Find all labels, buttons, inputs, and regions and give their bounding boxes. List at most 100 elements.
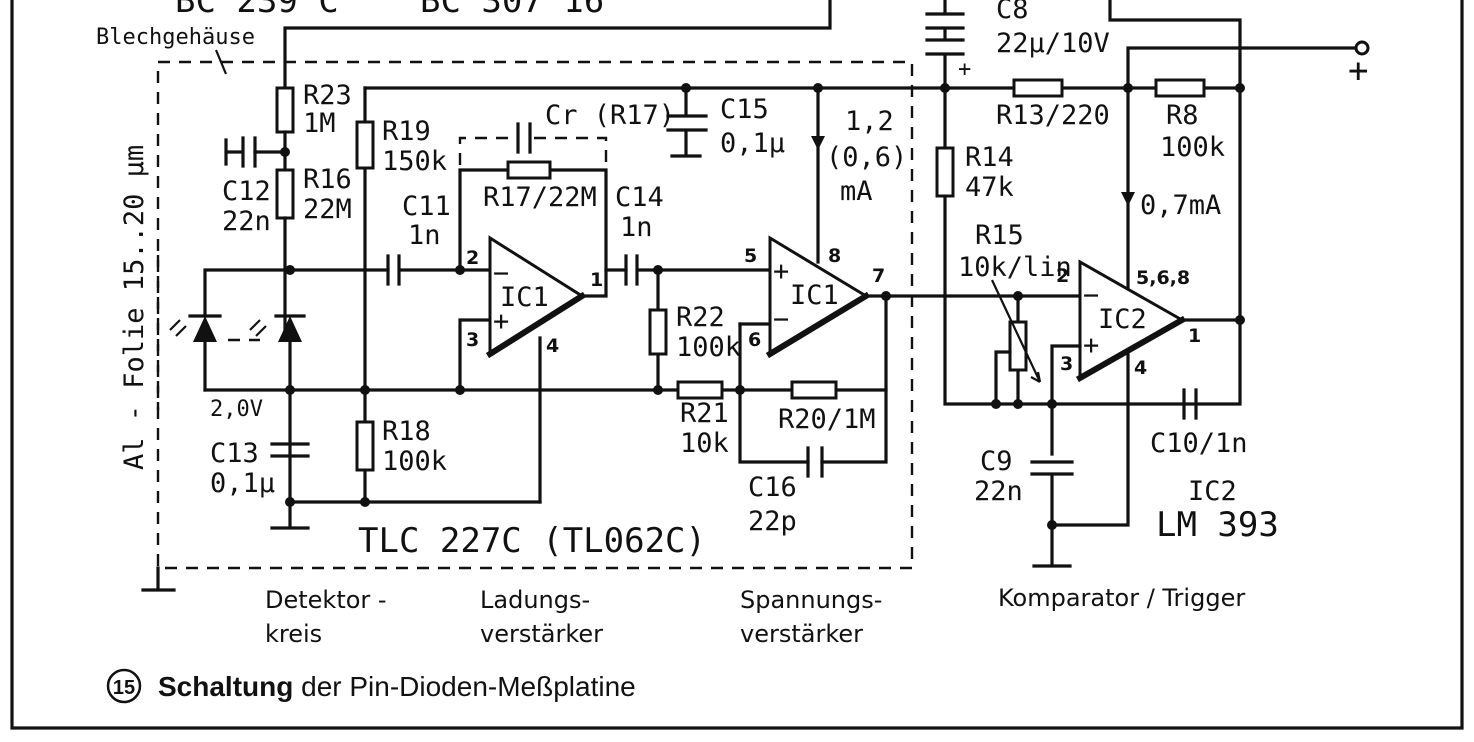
top-partial-left: BC 239 C bbox=[175, 0, 339, 21]
c11-capacitor bbox=[386, 254, 492, 286]
r15-value: 10k/lin bbox=[958, 252, 1072, 283]
r23-resistor bbox=[275, 86, 295, 134]
ic2-pin3: 3 bbox=[1060, 353, 1073, 375]
current1-a: 1,2 bbox=[845, 106, 894, 137]
ic1b-pin6: 6 bbox=[748, 329, 761, 351]
ic2-type-label: LM 393 bbox=[1156, 505, 1279, 545]
junction bbox=[285, 385, 295, 395]
photodiode-1 bbox=[188, 314, 222, 342]
c12-label: C12 bbox=[222, 176, 271, 207]
r8-value: 100k bbox=[1160, 132, 1225, 163]
ic2-pin568: 5,6,8 bbox=[1136, 267, 1190, 289]
ic2-edge bbox=[1075, 315, 1187, 383]
r18-label: R18 bbox=[382, 416, 431, 447]
c8-plus: + bbox=[958, 57, 971, 82]
r21-label: R21 bbox=[680, 398, 729, 429]
junction bbox=[881, 291, 891, 301]
r16-value: 22M bbox=[303, 194, 352, 225]
ground-symbol-comparator bbox=[1032, 523, 1072, 568]
current-arrow-2 bbox=[1121, 192, 1135, 206]
current2-label: 0,7mA bbox=[1140, 190, 1221, 221]
r14-value: 47k bbox=[965, 172, 1014, 203]
enclosure-outline bbox=[156, 60, 914, 570]
ic1b-pin7: 7 bbox=[872, 265, 885, 287]
c14-value: 1n bbox=[620, 212, 653, 243]
ic1a-pin3: 3 bbox=[466, 329, 479, 351]
junction bbox=[813, 83, 823, 93]
current1-b: (0,6) bbox=[826, 142, 907, 173]
r18-value: 100k bbox=[382, 446, 447, 477]
ic1b-pin5: 5 bbox=[744, 245, 757, 267]
plus-terminal[interactable] bbox=[1354, 40, 1370, 56]
ic1a-pin1: 1 bbox=[590, 269, 603, 291]
section-charge-2: verstärker bbox=[480, 620, 603, 648]
detector-wires bbox=[203, 268, 390, 504]
r17-resistor bbox=[506, 160, 552, 180]
current-arrow-1 bbox=[811, 136, 825, 150]
c13-label: C13 bbox=[210, 438, 259, 469]
ic2-pin1: 1 bbox=[1188, 325, 1201, 347]
ground-symbol-left bbox=[141, 566, 176, 592]
r13-label: R13/220 bbox=[996, 100, 1110, 131]
ic1a-pin2: 2 bbox=[466, 247, 479, 269]
light-arrows bbox=[169, 319, 267, 337]
ic2-pin2: 2 bbox=[1056, 265, 1069, 287]
r17-feedback-wire bbox=[458, 168, 608, 272]
ic-type-label: TLC 227C (TL062C) bbox=[358, 521, 706, 561]
junction bbox=[1235, 83, 1245, 93]
enclosure-pointer bbox=[214, 49, 228, 75]
r18-resistor bbox=[355, 420, 375, 472]
c16-wire bbox=[738, 294, 888, 464]
r19-value: 150k bbox=[382, 146, 447, 177]
current1-c: mA bbox=[840, 176, 873, 207]
c13-value: 0,1µ bbox=[210, 468, 275, 499]
voltage-label: 2,0V bbox=[210, 397, 263, 422]
c9-capacitor bbox=[1030, 460, 1074, 476]
ic1b-edge bbox=[765, 291, 871, 359]
r23-value: 1M bbox=[303, 108, 336, 139]
top-partial-right: BC 307 16 bbox=[420, 0, 604, 21]
ic2-minus: − bbox=[1083, 280, 1099, 311]
r15-wiper bbox=[994, 350, 1012, 406]
enclosure-label: Blechgehäuse bbox=[96, 25, 255, 50]
c15-label: C15 bbox=[720, 94, 769, 125]
cr-dashed bbox=[458, 136, 608, 165]
junction bbox=[280, 147, 290, 157]
section-voltage-1: Spannungs- bbox=[740, 586, 882, 614]
ic1b-minus: − bbox=[773, 304, 789, 335]
c10-label: C10/1n bbox=[1150, 428, 1248, 459]
r17-label: R17/22M bbox=[483, 182, 597, 213]
r15-potentiometer[interactable] bbox=[1008, 320, 1028, 372]
c8-value: 22µ/10V bbox=[996, 28, 1110, 59]
r20-resistor bbox=[790, 380, 838, 400]
junction bbox=[1235, 315, 1245, 325]
c10-capacitor bbox=[1182, 388, 1198, 420]
ic2-ref-label: IC2 bbox=[1188, 476, 1237, 507]
c11-label: C11 bbox=[402, 191, 451, 222]
r21-value: 10k bbox=[680, 428, 729, 459]
cr-capacitor bbox=[516, 122, 532, 154]
caption-bold: Schaltung bbox=[158, 671, 293, 702]
section-detector-1: Detektor - bbox=[265, 586, 387, 614]
r22-label: R22 bbox=[676, 302, 725, 333]
junction bbox=[1013, 399, 1023, 409]
ic1b-label: IC1 bbox=[790, 280, 839, 311]
c8-label: C8 bbox=[996, 0, 1029, 25]
c12-capacitor bbox=[224, 136, 257, 168]
ic1a-plus-wire bbox=[458, 318, 492, 392]
ic1a-pin4: 4 bbox=[546, 335, 559, 357]
ic2-plus-c9-wire bbox=[1050, 344, 1130, 527]
ic1a-label: IC1 bbox=[500, 282, 549, 313]
r19-label: R19 bbox=[382, 116, 431, 147]
photodiode-2 bbox=[274, 314, 306, 342]
r14-label: R14 bbox=[965, 142, 1014, 173]
r16-resistor bbox=[275, 168, 295, 220]
c13-capacitor bbox=[270, 442, 310, 458]
r23-label: R23 bbox=[303, 80, 352, 111]
ic1a-out-wire bbox=[580, 268, 628, 298]
ic1b-pin8: 8 bbox=[828, 245, 841, 267]
cr-label: Cr (R17) bbox=[545, 100, 675, 131]
c12-value: 22n bbox=[222, 206, 271, 237]
c15-capacitor bbox=[666, 86, 708, 158]
